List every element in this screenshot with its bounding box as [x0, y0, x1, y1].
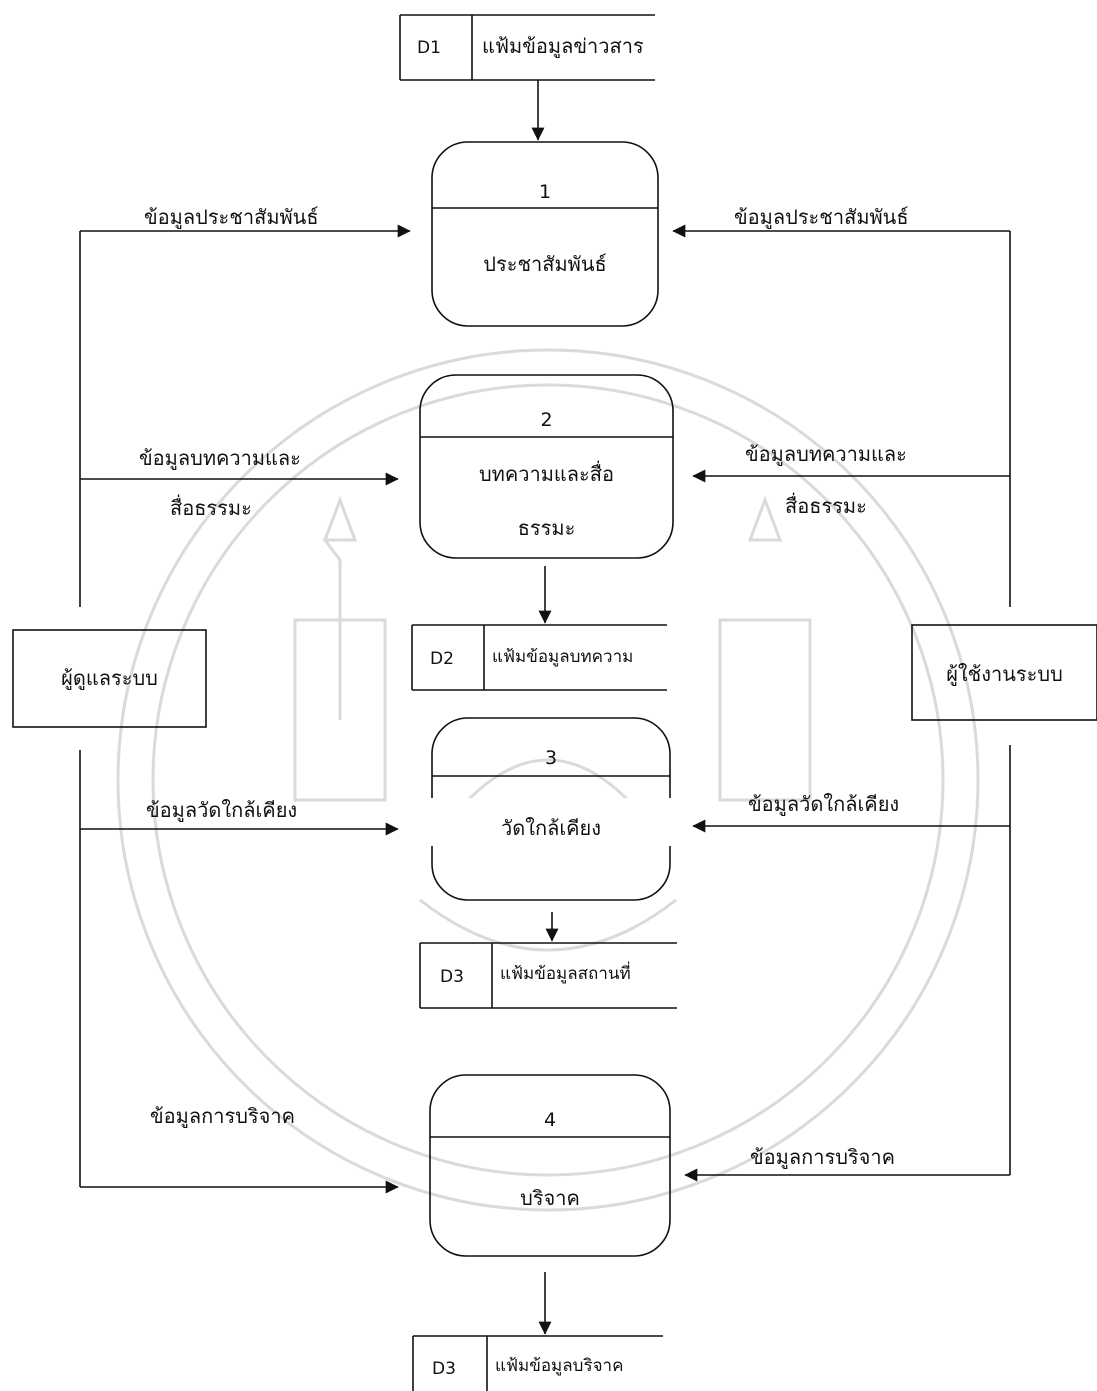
flow-label-admin-p2-line2: สื่อธรรมะ [170, 496, 252, 520]
watermark-center-arch [448, 758, 648, 821]
process-1-number: 1 [538, 181, 552, 203]
flow-label-user-p2-line1: ข้อมูลบทความและ [745, 442, 907, 466]
watermark-lower-arch [419, 898, 677, 952]
entity-user-shape [911, 624, 1097, 721]
store-d3-place-name: แฟ้มข้อมูลสถานที่ [500, 964, 631, 984]
watermark-left-spire [322, 495, 358, 720]
entity-admin-label: ผู้ดูแลระบบ [61, 666, 158, 690]
flow-label-user-p2-line2: สื่อธรรมะ [785, 494, 867, 518]
flow-label-admin-p2-line1: ข้อมูลบทความและ [139, 446, 301, 470]
entity-user-label: ผู้ใช้งานระบบ [946, 662, 1063, 686]
flow-label-admin-p3: ข้อมูลวัดใกล้เคียง [146, 798, 298, 822]
watermark-inner-ring [151, 383, 945, 1177]
store-d3-place-shape-true [419, 942, 677, 1009]
process-2-name-line1: บทความและสื่อ [478, 462, 614, 486]
store-d1-shape [399, 14, 655, 81]
process-2-shape [419, 374, 674, 559]
watermark-right-spire [747, 495, 783, 542]
process-4-shape [429, 1074, 671, 1257]
store-d2-name: แฟ้มข้อมูลบทความ [492, 647, 634, 667]
process-2-number: 2 [540, 409, 553, 431]
flow-label-user-p3: ข้อมูลวัดใกล้เคียง [748, 792, 900, 816]
watermark-left-tower [293, 618, 387, 802]
store-d1-name: แฟ้มข้อมูลข่าวสาร [482, 34, 644, 58]
process-3-name: วัดใกล้เคียง [500, 816, 602, 840]
process-3-number: 3 [544, 747, 558, 769]
mask-provisional-store [415, 798, 683, 846]
watermark-right-tower [718, 618, 812, 802]
entity-admin-shape [12, 629, 207, 728]
process-2-name-line2: ธรรมะ [517, 516, 576, 540]
process-4-name: บริจาค [520, 1186, 580, 1210]
flow-label-admin-p4: ข้อมูลการบริจาค [150, 1104, 295, 1128]
store-d3-donation-shape [412, 1335, 663, 1391]
process-1-shape [431, 141, 659, 327]
store-d2-shape [411, 624, 667, 691]
store-d3-donation-name: แฟ้มข้อมูลบริจาค [495, 1356, 624, 1376]
flow-label-user-p4: ข้อมูลการบริจาค [750, 1145, 895, 1169]
store-d2-id: D2 [430, 649, 454, 669]
process-4-number: 4 [543, 1109, 557, 1131]
flow-label-user-p1: ข้อมูลประชาสัมพันธ์ [734, 205, 909, 229]
process-1-name: ประชาสัมพันธ์ [483, 252, 607, 276]
watermark-outer-ring [116, 348, 980, 1212]
flow-label-admin-p1: ข้อมูลประชาสัมพันธ์ [144, 205, 319, 229]
store-d1-id: D1 [417, 38, 441, 58]
store-d3-place-id: D3 [440, 967, 464, 987]
store-d3-donation-id: D3 [432, 1359, 456, 1379]
